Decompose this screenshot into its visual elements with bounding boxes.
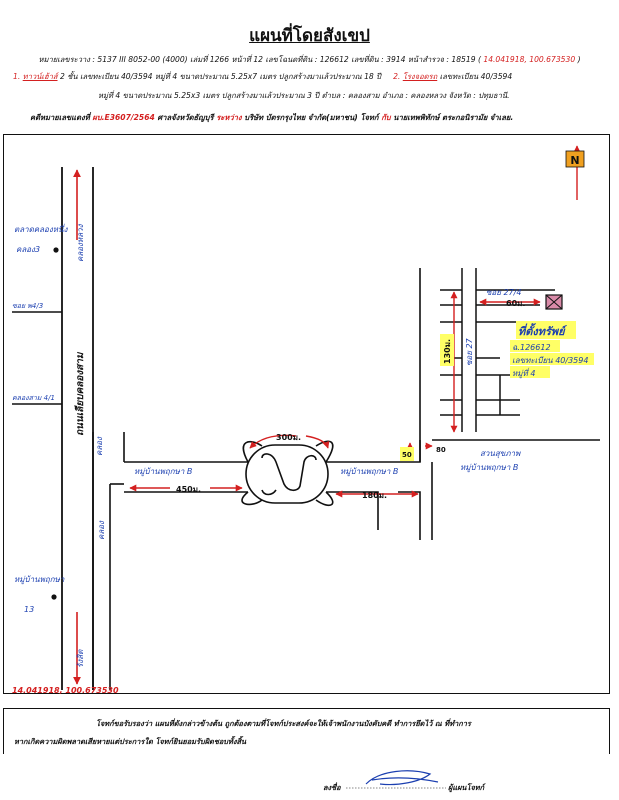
loop-road [245, 444, 329, 504]
label-canal-top: คลอง [95, 436, 104, 456]
dist-130-highlight [440, 334, 454, 366]
site-reg-highlight [510, 353, 594, 365]
label-to-khlong-luang: คลองหลวง [76, 223, 85, 262]
site-title-highlight [516, 321, 576, 339]
item1-name: ทาวน์เฮ้าส์ [22, 72, 58, 81]
site-moo-highlight [510, 366, 550, 378]
north-letter: N [570, 154, 579, 167]
label-village-left: หมู่บ้านพฤกษา [14, 575, 65, 585]
label-village-road-1: หมู่บ้านพฤกษา B [134, 467, 192, 477]
label-to-rangsit: รังสิต [76, 649, 85, 668]
with-word: กับ [381, 113, 391, 122]
deed-info-text: หมายเลขระวาง : 5137 III 8052-00 (4000) เ… [38, 55, 481, 64]
item2-no: 2. [393, 72, 401, 81]
dist-180: 180ม. [362, 491, 387, 500]
label-soi-2: คลองสาม 4/1 [12, 394, 55, 402]
dist-450: 450ม. [176, 485, 201, 494]
label-market-sub: คลอง3 [16, 245, 40, 254]
canal-lines [92, 432, 125, 690]
label-village-road-2: หมู่บ้านพฤกษา B [340, 467, 398, 477]
court-name: ศาลจังหวัดธัญบุรี [157, 113, 214, 122]
item2-name: โรงจอดรถ [402, 72, 438, 81]
building-line-2: หมู่ที่ 4 ขนาดประมาณ 5.25x3 เมตร ปลูกสร้… [98, 91, 510, 100]
certification-box [3, 708, 610, 754]
bottom-coords: 14.041918, 100.673530 [12, 686, 119, 695]
dist-80: 80 [436, 446, 446, 454]
label-garden: สวนสุขภาพ [480, 449, 521, 459]
site-deed: ฉ.126612 [512, 343, 551, 352]
deed-info-line: หมายเลขระวาง : 5137 III 8052-00 (4000) เ… [0, 54, 619, 66]
site-title: ที่ตั้งทรัพย์ [518, 323, 568, 338]
certify-line-2: หากเกิดความผิดพลาดเสียหายแต่ประการใด โจท… [14, 737, 247, 746]
building-line-1: 1. ทาวน์เฮ้าส์ 2 ชั้น เลขทะเบียน 40/3594… [13, 71, 512, 83]
label-canal-bottom: คลอง [97, 520, 106, 540]
sign-prefix: ลงชื่อ [323, 783, 341, 792]
left-sois [12, 311, 62, 405]
label-market: ตลาดคลองหนึ่ง [14, 223, 68, 234]
item1-text: 2 ชั้น เลขทะเบียน 40/3594 หมู่ที่ 4 ขนาด… [59, 72, 381, 81]
deed-coords: 14.041918, 100.673530 [483, 55, 576, 64]
label-soi-1: ซอย พ4/3 [12, 302, 43, 310]
site-reg: เลขทะเบียน 40/3594 [512, 356, 588, 365]
case-line: คดีหมายเลขแดงที่ ผบ.E3607/2564 ศาลจังหวั… [30, 112, 513, 124]
item1-no: 1. [13, 72, 21, 81]
property-site-cross [545, 294, 563, 310]
label-soi-top: ซอย 27/4 [486, 288, 521, 297]
item2-text: เลขทะเบียน 40/3594 [439, 72, 513, 81]
signature [365, 770, 439, 786]
defendant-name: นายเทพพิทักษ์ ตระกอนิรามัย จำเลย. [393, 113, 514, 122]
between-word: ระหว่าง [216, 113, 242, 122]
case-label: คดีหมายเลขแดงที่ [30, 113, 90, 122]
soi-grid [440, 268, 555, 432]
site-deed-highlight [510, 340, 560, 352]
label-village-left-sub: 13 [24, 605, 34, 614]
dist-300: 300ม. [276, 433, 301, 442]
east-road [124, 268, 600, 540]
site-moo: หมู่ที่ 4 [512, 367, 535, 379]
plaintiff-name: บริษัท บัตรกรุงไทย จำกัด(มหาชน) โจทก์ [244, 113, 379, 122]
dist-130: 130ม. [443, 339, 452, 364]
case-number: ผบ.E3607/2564 [92, 113, 155, 122]
dist-50: 50 [402, 451, 412, 459]
dist-60: 60ม. [506, 299, 525, 308]
map-frame [3, 134, 610, 694]
label-village-bottom: หมู่บ้านพฤกษา B [460, 463, 518, 473]
dist-50-highlight [400, 447, 414, 461]
label-main-road: ถนนเลียบคลองสาม [74, 351, 86, 436]
north-arrow: N [565, 145, 585, 200]
market-dot [53, 247, 59, 253]
deed-info-end: ) [577, 55, 581, 64]
certify-line-1: โจทก์ขอรับรองว่า แผนที่ดังกล่าวข้างต้น ถ… [96, 719, 471, 728]
village-dot [51, 594, 57, 600]
page-title: แผนที่โดยสังเขป [249, 26, 370, 46]
label-soi-vertical: ซอย 27 [465, 337, 474, 366]
sign-suffix: ผู้แผนโจทก์ [448, 783, 485, 792]
